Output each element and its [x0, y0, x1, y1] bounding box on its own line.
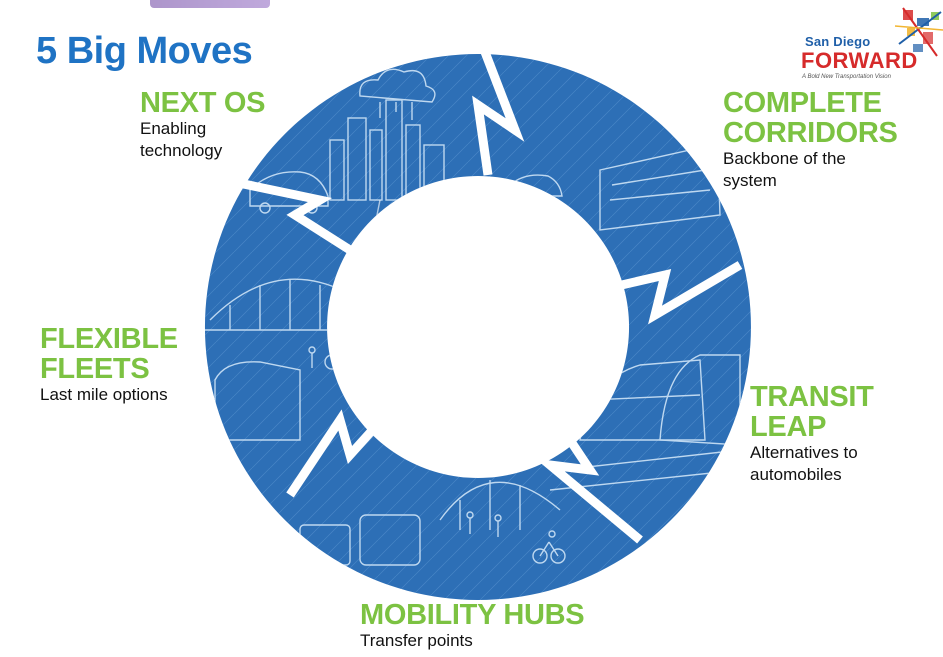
flexible-fleets-description: Last mile options — [40, 385, 168, 404]
logo-big-text: FORWARD — [801, 48, 918, 73]
complete-corridors-description-line1: Backbone of the — [723, 149, 846, 168]
transit-leap-description-line1: Alternatives to — [750, 443, 858, 462]
next-os-title: NEXT OS — [140, 87, 266, 119]
move-transit-leap: TRANSIT LEAP Alternatives to automobiles — [750, 382, 874, 486]
wheel-separators — [214, 50, 743, 544]
cloud-icon — [359, 68, 436, 120]
move-complete-corridors: COMPLETE CORRIDORS Backbone of the syste… — [723, 88, 898, 192]
transit-leap-title-line2: LEAP — [750, 411, 827, 443]
complete-corridors-title-line1: COMPLETE — [723, 87, 882, 119]
logo-tagline: A Bold New Transportation Vision — [802, 74, 891, 80]
page-title: 5 Big Moves — [36, 30, 253, 72]
city-skyline-icon — [329, 99, 445, 201]
mobility-hubs-title: MOBILITY HUBS — [360, 599, 585, 631]
complete-corridors-title-line2: CORRIDORS — [723, 117, 898, 149]
move-mobility-hubs: MOBILITY HUBS Transfer points — [360, 599, 585, 652]
flexible-fleets-title-line2: FLEETS — [40, 353, 150, 385]
logo-mark-icon — [894, 7, 943, 57]
move-flexible-fleets: FLEXIBLE FLEETS Last mile options — [40, 324, 178, 406]
road-lines-icon — [369, 199, 561, 251]
flexible-fleets-title-line1: FLEXIBLE — [40, 323, 178, 355]
logo-small-text: San Diego — [805, 34, 871, 49]
pedestrian-icon — [308, 346, 502, 537]
top-accent-bar — [150, 0, 270, 8]
move-next-os: NEXT OS Enabling technology — [140, 87, 266, 162]
complete-corridors-description-line2: system — [723, 171, 777, 190]
next-os-description-line1: Enabling — [140, 119, 207, 138]
next-os-description-line2: technology — [140, 141, 223, 160]
san-diego-forward-logo: San Diego FORWARD A Bold New Transportat… — [795, 4, 943, 84]
transit-leap-title-line1: TRANSIT — [750, 381, 874, 413]
mobility-hubs-description: Transfer points — [360, 631, 473, 650]
transit-leap-description-line2: automobiles — [750, 465, 842, 484]
